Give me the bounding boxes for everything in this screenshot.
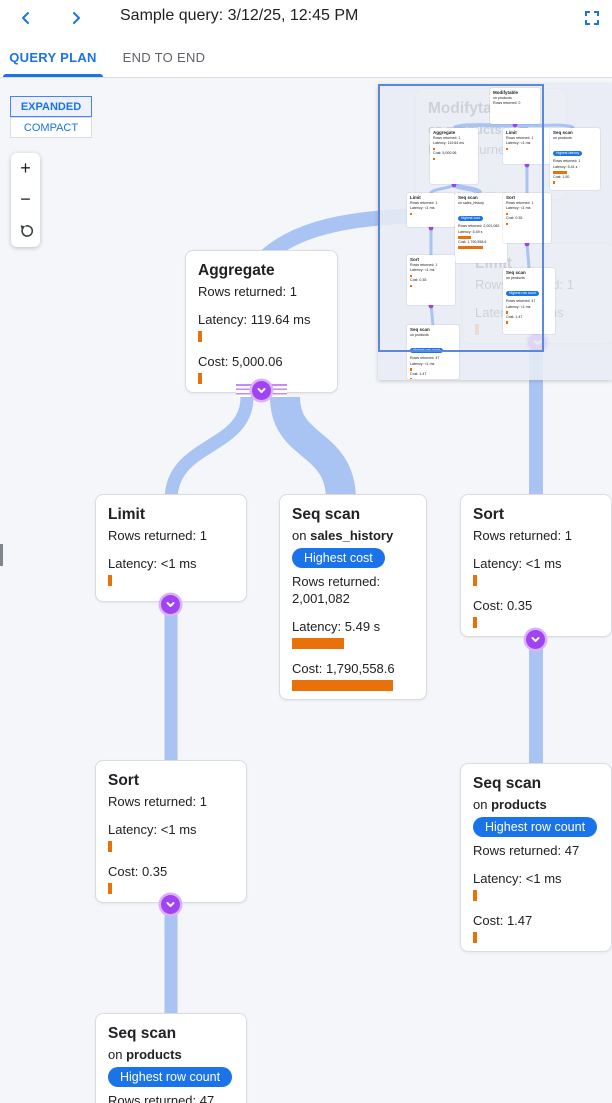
chevron-right-icon (73, 12, 80, 24)
active-tab-indicator (3, 74, 103, 77)
cost-bar (473, 932, 477, 943)
view-mode-toggle: EXPANDED COMPACT (10, 96, 92, 138)
minimap-node-sort-left: Sort Rows returned: 1 Latency: <1 ms Cos… (407, 255, 455, 305)
back-arrow-button[interactable] (14, 6, 38, 30)
node-cost: Cost: 1.47 (473, 913, 533, 928)
collapse-button-aggregate[interactable] (252, 381, 271, 400)
minimap-viewport[interactable] (378, 84, 544, 352)
zoom-in-button[interactable]: + (11, 154, 40, 184)
plan-node-aggregate[interactable]: Aggregate Rows returned: 1 Latency: 119.… (185, 250, 338, 393)
node-table: on products (473, 797, 547, 812)
node-rows: Rows returned: 47 (108, 1093, 215, 1103)
tab-query-plan-label: QUERY PLAN (9, 49, 97, 65)
node-latency: Latency: 5.49 s (292, 619, 381, 634)
node-cost: Cost: 0.35 (473, 598, 533, 613)
collapse-button-sort-left[interactable] (161, 895, 180, 914)
node-rows: Rows returned: 2,001,082 (292, 574, 381, 606)
plan-node-seq-scan-sales[interactable]: Seq scan on sales_history Highest cost R… (279, 494, 427, 700)
minimap-node-aggregate: Aggregate Rows returned: 1 Latency: 119.… (430, 128, 478, 184)
node-latency: Latency: 119.64 ms (198, 312, 311, 327)
highest-row-count-badge: Highest row count (108, 1067, 233, 1087)
minus-icon: − (20, 189, 31, 210)
plan-node-sort-left[interactable]: Sort Rows returned: 1 Latency: <1 ms Cos… (95, 760, 247, 903)
node-title: Seq scan (108, 1025, 177, 1042)
expanded-button[interactable]: EXPANDED (10, 96, 92, 117)
node-rows: Rows returned: 1 (108, 794, 207, 809)
reset-view-button[interactable] (11, 216, 40, 246)
collapse-button-sort-right[interactable] (526, 630, 545, 649)
chevron-down-icon (531, 637, 540, 642)
plan-node-seq-scan-products-bottom[interactable]: Seq scan on products Highest row count R… (95, 1013, 247, 1103)
minimap-node-seq-scan-latency: Seq scan on products Highest latency Row… (550, 128, 600, 190)
node-table: on sales_history (292, 528, 394, 543)
collapse-button-limit-left[interactable] (161, 595, 180, 614)
node-title: Seq scan (292, 506, 361, 523)
node-cost: Cost: 0.35 (108, 864, 168, 879)
node-latency: Latency: <1 ms (108, 822, 197, 837)
minimap[interactable]: Modifytable on products Rows returned: 0… (378, 84, 612, 380)
minimap-node-seq-scan-products-right: Seq scan on products Highest row count R… (503, 268, 555, 334)
highest-latency-badge: Highest latency (553, 151, 583, 156)
node-rows: Rows returned: 47 (473, 843, 580, 858)
highest-cost-badge: Highest cost (292, 548, 385, 568)
plus-icon: + (20, 158, 31, 179)
reset-rotate-icon (20, 225, 33, 238)
cost-bar (108, 883, 112, 894)
cost-bar (292, 680, 393, 691)
latency-bar (108, 575, 112, 586)
compact-button[interactable]: COMPACT (10, 117, 92, 138)
latency-bar (473, 575, 477, 586)
highest-row-count-badge: Highest row count (473, 817, 598, 837)
plan-node-limit-left[interactable]: Limit Rows returned: 1 Latency: <1 ms (95, 494, 247, 602)
zoom-controls: + − (11, 153, 40, 247)
forward-arrow-button[interactable] (64, 6, 88, 30)
tab-bar: QUERY PLAN END TO END (0, 37, 612, 78)
latency-bar (198, 331, 202, 342)
query-plan-canvas[interactable]: Modifytable on products Rows returned: 0… (0, 78, 612, 1103)
node-title: Sort (108, 772, 139, 789)
page-title: Sample query: 3/12/25, 12:45 PM (120, 7, 359, 24)
chevron-down-icon (166, 602, 175, 607)
tab-end-to-end[interactable]: END TO END (119, 37, 209, 77)
cost-bar (198, 373, 202, 384)
latency-bar (473, 890, 477, 901)
highest-row-count-badge: Highest row count (506, 291, 540, 296)
node-rows: Rows returned: 1 (198, 284, 297, 299)
tab-query-plan[interactable]: QUERY PLAN (3, 37, 103, 77)
latency-bar (292, 638, 344, 649)
tab-end-to-end-label: END TO END (122, 49, 206, 65)
node-title: Limit (108, 506, 146, 523)
minimap-node-modifytable: Modifytable on products Rows returned: 0 (490, 88, 540, 124)
chevron-down-icon (166, 902, 175, 907)
expanded-label: EXPANDED (20, 100, 82, 113)
node-table: on products (108, 1047, 182, 1062)
latency-bar (108, 841, 112, 852)
plan-node-seq-scan-products-right[interactable]: Seq scan on products Highest row count R… (460, 763, 612, 952)
chevron-left-icon (22, 12, 29, 24)
left-scrollbar-thumb[interactable] (0, 544, 3, 566)
node-rows: Rows returned: 1 (108, 528, 207, 543)
header: Sample query: 3/12/25, 12:45 PM (0, 0, 612, 38)
fullscreen-button[interactable] (581, 7, 603, 29)
chevron-down-icon (257, 388, 266, 393)
cost-bar (473, 617, 477, 628)
node-cost: Cost: 5,000.06 (198, 354, 283, 369)
node-latency: Latency: <1 ms (108, 556, 197, 571)
node-rows: Rows returned: 1 (473, 528, 572, 543)
plan-node-sort-right[interactable]: Sort Rows returned: 1 Latency: <1 ms Cos… (460, 494, 612, 637)
fullscreen-icon (585, 11, 599, 25)
node-cost: Cost: 1,790,558.6 (292, 661, 395, 676)
zoom-out-button[interactable]: − (11, 185, 40, 215)
node-title: Sort (473, 506, 504, 523)
node-title: Seq scan (473, 775, 542, 792)
compact-label: COMPACT (23, 121, 79, 134)
node-latency: Latency: <1 ms (473, 556, 562, 571)
node-latency: Latency: <1 ms (473, 871, 562, 886)
node-title: Aggregate (198, 262, 275, 279)
